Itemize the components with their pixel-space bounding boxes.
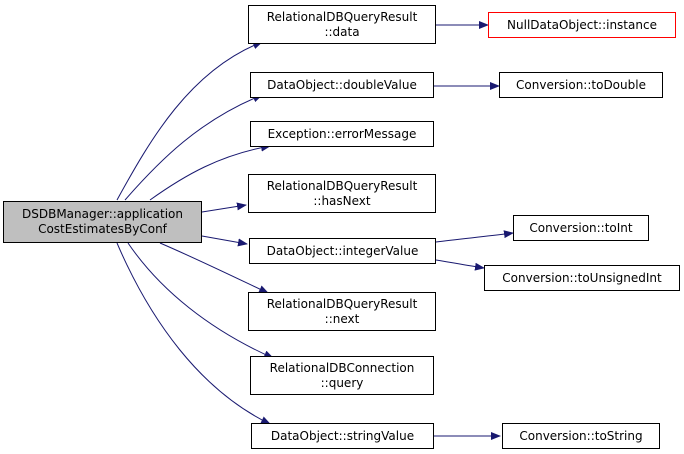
edge-root-to-exception-errormessage <box>149 143 271 201</box>
node-label-line1: RelationalDBQueryResult <box>266 9 418 24</box>
node-label-line1: RelationalDBQueryResult <box>266 296 418 311</box>
node-rdbqr-data[interactable]: RelationalDBQueryResult ::data <box>248 5 436 44</box>
node-label-line1: RelationalDBConnection <box>269 360 415 375</box>
edge-root-to-dataobject-integervalue <box>201 235 248 247</box>
node-conversion-todouble[interactable]: Conversion::toDouble <box>499 72 663 98</box>
node-dataobject-integervalue[interactable]: DataObject::integerValue <box>249 238 436 264</box>
edge-root-to-rdbqr-next <box>159 242 269 294</box>
node-label-line1: RelationalDBQueryResult <box>266 178 418 193</box>
edge-integervalue-to-conversion-tounsignedint <box>435 259 485 271</box>
node-dataobject-stringvalue[interactable]: DataObject::stringValue <box>251 423 434 449</box>
node-label: Exception::errorMessage <box>267 126 417 141</box>
node-rdbqr-hasnext[interactable]: RelationalDBQueryResult ::hasNext <box>248 174 436 213</box>
node-nulldataobject-instance[interactable]: NullDataObject::instance <box>488 12 676 38</box>
node-label: Conversion::toString <box>519 428 643 443</box>
edge-root-to-dataobject-doublevalue <box>124 94 263 201</box>
root-node-dsdbmanager-applicationcostestimatesbyconf: DSDBManager::application CostEstimatesBy… <box>3 201 202 243</box>
node-label: DataObject::stringValue <box>270 428 415 443</box>
node-conversion-tostring[interactable]: Conversion::toString <box>502 423 660 449</box>
node-rdbqr-next[interactable]: RelationalDBQueryResult ::next <box>248 292 436 331</box>
edge-root-to-rdbqr-hasnext <box>201 202 247 213</box>
node-rdbconnection-query[interactable]: RelationalDBConnection ::query <box>250 356 434 395</box>
edge-root-to-dataobject-stringvalue <box>116 242 271 425</box>
node-label: DataObject::doubleValue <box>267 77 417 92</box>
edge-root-to-rdbconnection-query <box>127 242 274 359</box>
node-exception-errormessage[interactable]: Exception::errorMessage <box>250 121 434 147</box>
edge-integervalue-to-conversion-toint <box>435 230 514 243</box>
node-label: DataObject::integerValue <box>266 243 419 258</box>
node-label-line2: CostEstimatesByConf <box>38 222 167 236</box>
edge-root-to-rdbqr-data <box>116 41 263 201</box>
node-label-line2: ::query <box>320 375 364 390</box>
node-label-line2: ::hasNext <box>313 193 371 208</box>
node-conversion-tounsignedint[interactable]: Conversion::toUnsignedInt <box>484 265 680 291</box>
node-label: Conversion::toUnsignedInt <box>502 270 662 285</box>
node-dataobject-doublevalue[interactable]: DataObject::doubleValue <box>250 72 434 98</box>
node-label-line2: ::next <box>324 311 360 326</box>
node-label: NullDataObject::instance <box>507 17 657 32</box>
node-label: Conversion::toDouble <box>516 77 646 92</box>
node-label-line1: DSDBManager::application <box>22 207 183 221</box>
node-conversion-toint[interactable]: Conversion::toInt <box>513 215 649 241</box>
node-label-line2: ::data <box>324 24 360 39</box>
node-label: Conversion::toInt <box>529 220 633 235</box>
